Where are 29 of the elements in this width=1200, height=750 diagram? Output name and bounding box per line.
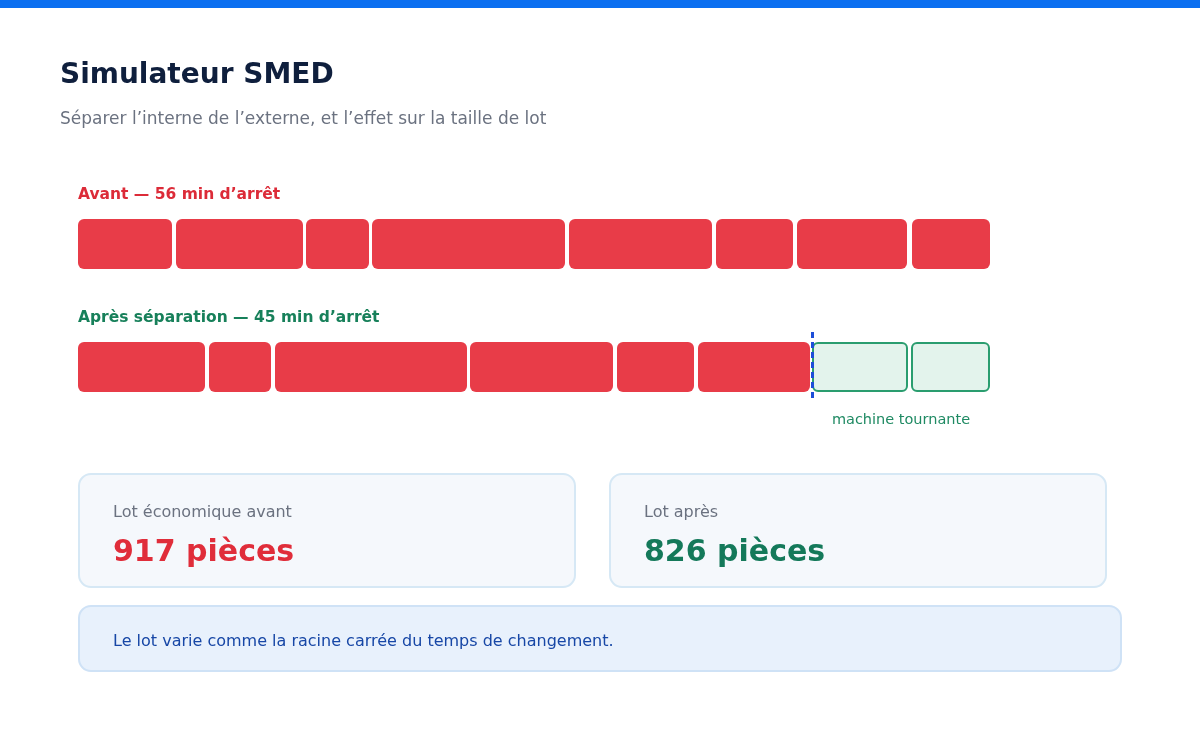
note-panel — [78, 605, 1122, 672]
row-heading: Avant — 56 min d’arrêt — [78, 185, 281, 203]
downtime-segment — [569, 219, 712, 269]
stat-card — [609, 473, 1107, 588]
row-heading: Après séparation — 45 min d’arrêt — [78, 308, 380, 326]
running-segment — [911, 342, 990, 392]
downtime-segment — [716, 219, 793, 269]
downtime-segment — [306, 219, 369, 269]
page-title: Simulateur SMED — [60, 57, 334, 90]
stat-value: 917 pièces — [113, 533, 295, 570]
downtime-segment — [617, 342, 694, 392]
stat-card — [78, 473, 576, 588]
stat-label: Lot après — [644, 502, 719, 522]
running-segment — [812, 342, 908, 392]
downtime-segment — [78, 342, 205, 392]
segment-caption: machine tournante — [831, 411, 971, 427]
stat-label: Lot économique avant — [113, 502, 292, 522]
downtime-segment — [209, 342, 271, 392]
downtime-segment — [176, 219, 303, 269]
downtime-segment — [698, 342, 810, 392]
stat-value: 826 pièces — [644, 533, 826, 570]
note-text: Le lot varie comme la racine carrée du temps de changement. — [113, 631, 614, 651]
downtime-segment — [372, 219, 565, 269]
subtitle: Séparer l’interne de l’externe, et l’effet sur la taille de lot — [60, 108, 547, 128]
downtime-segment — [912, 219, 990, 269]
downtime-segment — [797, 219, 907, 269]
downtime-segment — [275, 342, 467, 392]
downtime-segment — [78, 219, 172, 269]
downtime-segment — [470, 342, 613, 392]
